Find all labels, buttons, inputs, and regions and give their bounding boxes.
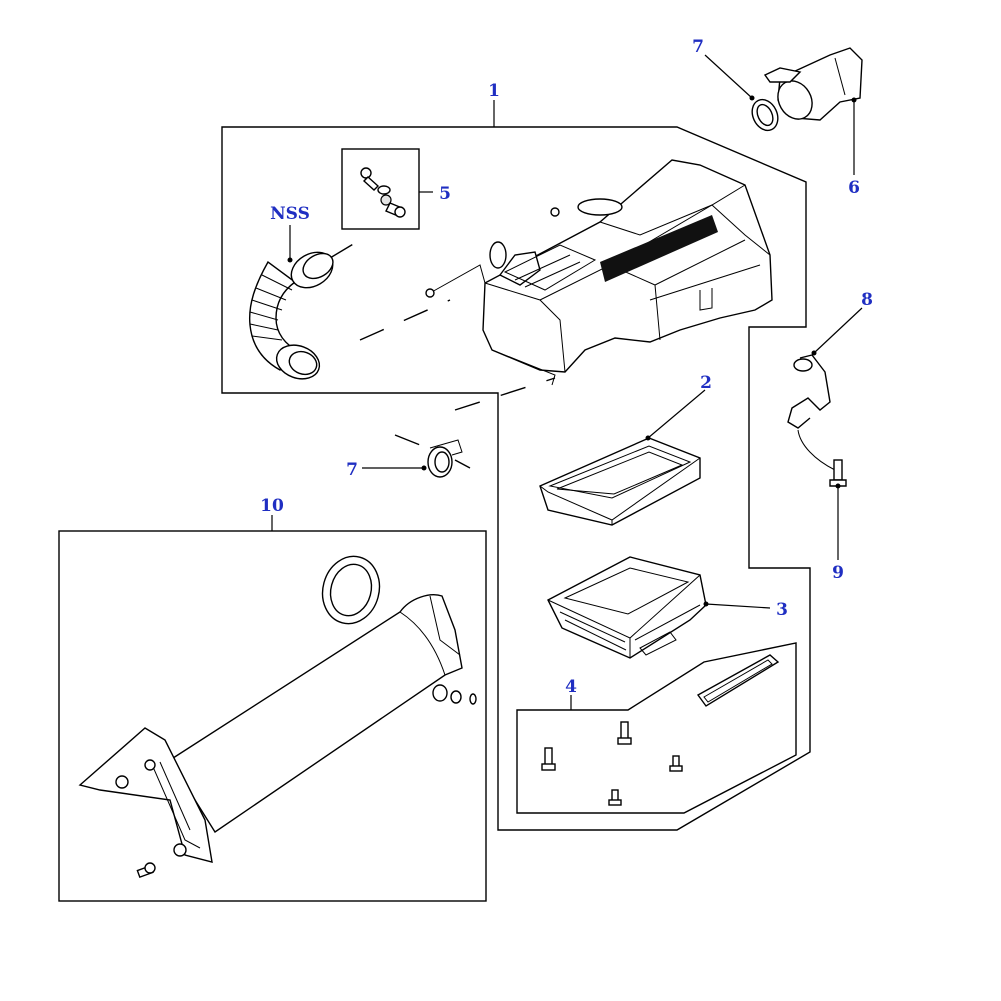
dashed-connector bbox=[394, 434, 446, 456]
bolt-9 bbox=[829, 459, 847, 487]
bolt bbox=[136, 862, 156, 879]
air-cleaner-housing bbox=[425, 159, 773, 386]
callout-10: 10 bbox=[260, 496, 284, 516]
callout-7-bottom: 7 bbox=[346, 460, 358, 480]
fixing-kit-5 bbox=[360, 167, 406, 218]
group-boundary-1 bbox=[221, 126, 811, 831]
bolt bbox=[617, 721, 632, 745]
intake-hose bbox=[248, 251, 334, 380]
hose-clip-7-bottom bbox=[427, 439, 463, 478]
dashed-connector bbox=[329, 239, 361, 259]
callout-4: 4 bbox=[565, 677, 577, 697]
dashed-connector bbox=[454, 377, 556, 411]
callout-6: 6 bbox=[848, 178, 860, 198]
bolt bbox=[669, 755, 683, 772]
group-box-5 bbox=[341, 148, 420, 230]
intake-duct-10 bbox=[78, 555, 477, 879]
callout-9: 9 bbox=[832, 563, 844, 583]
elbow-duct-6 bbox=[763, 47, 863, 121]
air-filter-element-2 bbox=[539, 437, 701, 526]
dashed-connector bbox=[454, 459, 471, 469]
callout-1: 1 bbox=[488, 81, 500, 101]
sensor-bracket-8 bbox=[787, 354, 836, 471]
callout-5: 5 bbox=[439, 184, 451, 204]
group-boundary-4 bbox=[516, 642, 797, 814]
callout-8: 8 bbox=[861, 290, 873, 310]
leader-lines bbox=[271, 54, 863, 710]
callout-7-top: 7 bbox=[692, 37, 704, 57]
callout-nss: NSS bbox=[270, 204, 310, 224]
bolt bbox=[608, 789, 622, 806]
air-box-base-3 bbox=[547, 556, 707, 659]
hose-clip-7-top bbox=[751, 98, 779, 132]
callout-2: 2 bbox=[700, 373, 712, 393]
dashed-connector bbox=[359, 299, 451, 341]
bolt bbox=[541, 747, 556, 771]
callout-3: 3 bbox=[776, 600, 788, 620]
seal-and-bolts-4 bbox=[541, 654, 780, 806]
